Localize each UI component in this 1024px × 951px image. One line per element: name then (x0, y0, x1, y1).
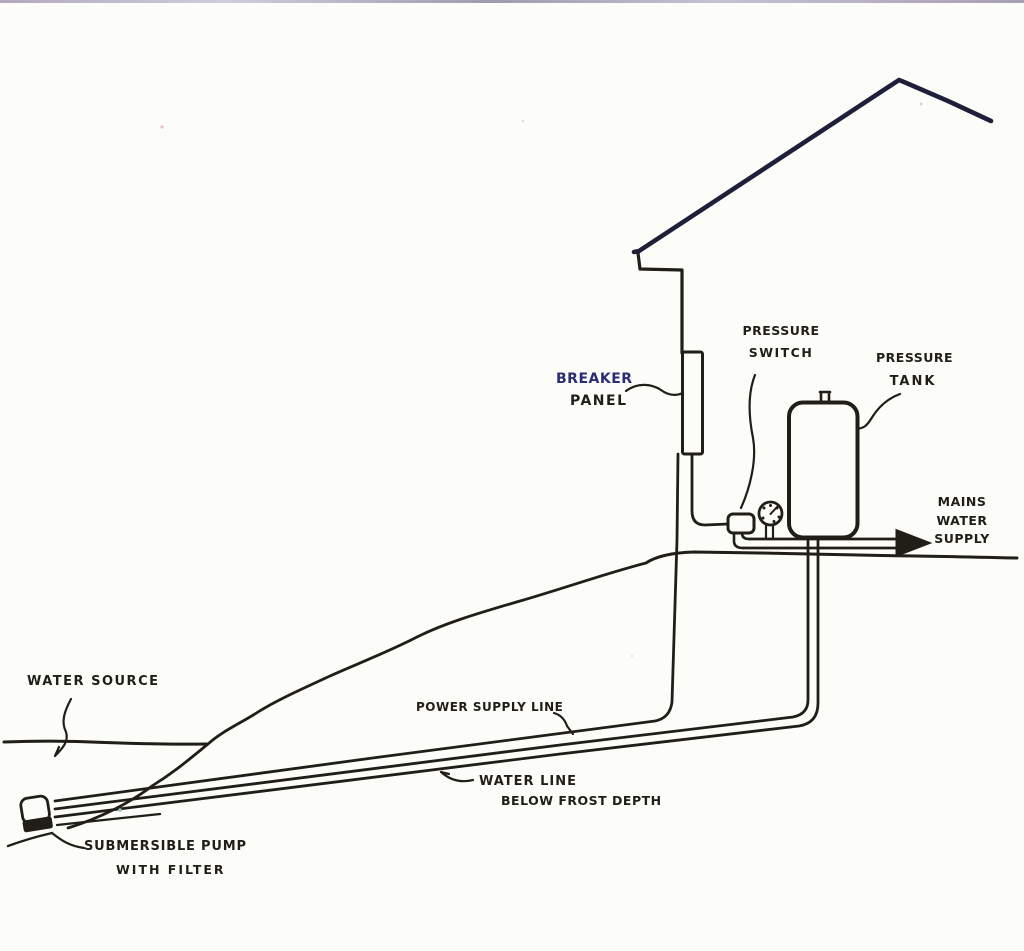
power-supply-line-label: POWER SUPPLY LINE (416, 700, 564, 714)
breaker-panel-label-line2: PANEL (570, 393, 628, 409)
breaker-panel-label-line1: BREAKER (556, 371, 633, 387)
switch-wire (690, 452, 730, 527)
water-source-label: WATER SOURCE (27, 674, 160, 689)
house-roof (631, 77, 994, 255)
mains-water-supply-label-line2: WATER (936, 513, 988, 528)
water-line-label-line1: WATER LINE (479, 774, 577, 789)
pressure-switch-label-line2: SWITCH (748, 345, 814, 360)
pressure-switch-box (726, 512, 756, 535)
pressure-tank-body (787, 400, 860, 540)
ground-slope (66, 561, 648, 830)
tank-nipple (818, 390, 832, 404)
scan-specks (118, 102, 923, 812)
breaker-panel-box (681, 350, 704, 456)
flow-arrow-icon (895, 528, 933, 558)
pressure-tank-leader-line (855, 392, 902, 431)
mains-water-supply-label-line3: SUPPLY (934, 531, 990, 546)
pressure-switch-label-line1: PRESSURE (742, 323, 820, 338)
submersible-pump-label-line1: SUBMERSIBLE PUMP (84, 839, 247, 854)
water-source-leader-line (53, 697, 73, 758)
scanner-edge-artifact (0, 0, 1024, 3)
house-eave-and-wall (636, 251, 684, 355)
submersible-pump-label-line2: WITH FILTER (116, 862, 226, 877)
water-line-label-line2: BELOW FROST DEPTH (501, 793, 662, 808)
ground-line-right (644, 550, 1019, 565)
power-supply-leader-line (552, 711, 575, 736)
water-line-leader-line (439, 770, 475, 783)
pressure-switch-leader-line (739, 373, 757, 510)
power-supply-line-path (53, 452, 680, 803)
water-surface-line (2, 739, 209, 746)
pressure-tank-label-line1: PRESSURE (876, 350, 954, 365)
pump-extra-line (55, 812, 162, 827)
water-line-pipe-top (53, 535, 810, 811)
gauge-needle (769, 505, 779, 515)
switch-pipe-elbow (732, 531, 751, 550)
lake-bed-line (6, 831, 54, 848)
submersible-pump-icon (19, 794, 53, 833)
pressure-tank-label-line2: TANK (889, 374, 937, 389)
mains-water-supply-label-line1: MAINS (937, 494, 987, 509)
breaker-panel-leader-line (624, 383, 685, 397)
submersible-pump-leader-line (50, 831, 86, 850)
gauge-stem (764, 523, 775, 541)
water-line-pipe-bottom (53, 535, 820, 819)
